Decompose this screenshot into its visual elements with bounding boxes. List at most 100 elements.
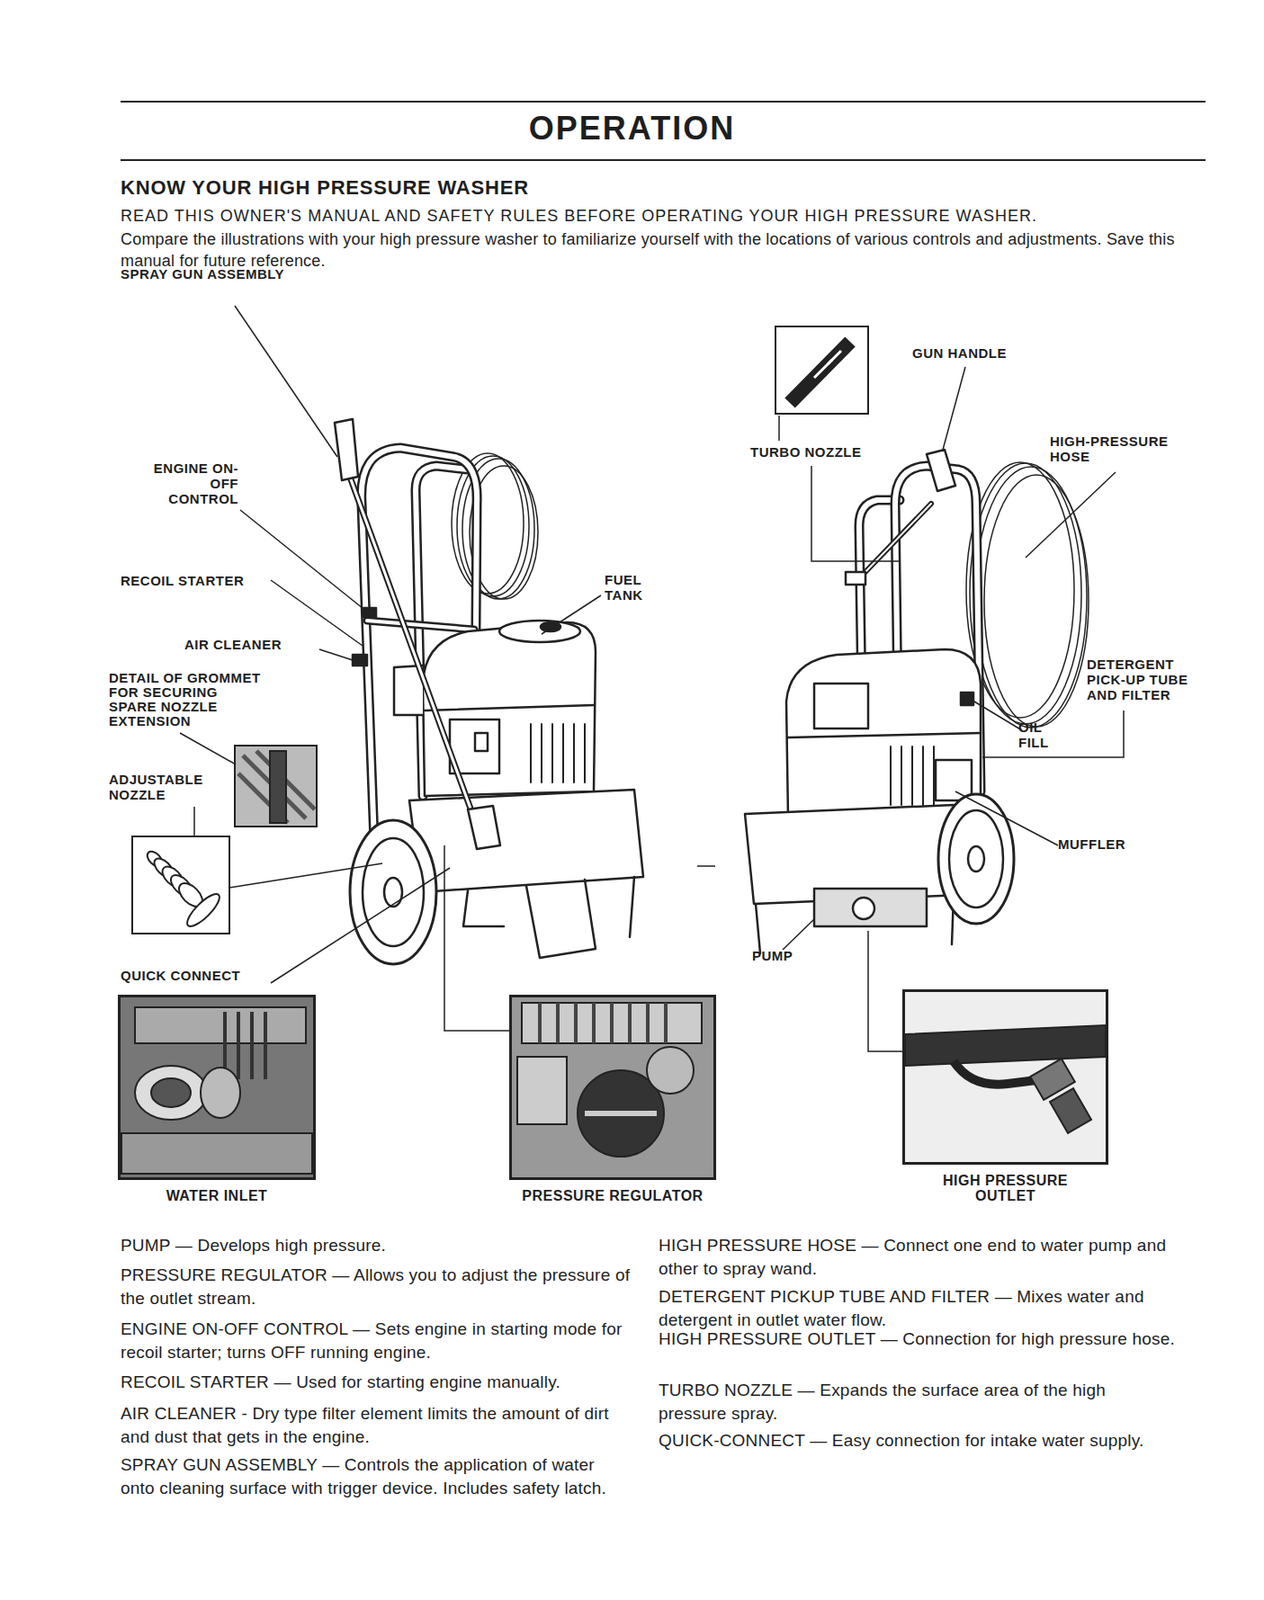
base-frame (814, 888, 927, 927)
part-label: RECOIL STARTER (120, 573, 301, 589)
inset-caption: WATER INLET (108, 1188, 325, 1204)
pressure-regulator-photo (646, 1047, 694, 1094)
turbo-nozzle-inset (789, 341, 851, 404)
water-inlet-photo (151, 1078, 191, 1108)
part-label: DETAIL OF GROMMET FOR SECURING SPARE NOZ… (108, 671, 269, 729)
part-label: GUN HANDLE (912, 345, 1057, 361)
hose-coil (451, 453, 538, 600)
part-description: PUMP — Develops high pressure. (120, 1234, 634, 1258)
rule-line (120, 100, 1206, 103)
inset-caption: HIGH PRESSURE OUTLET (938, 1173, 1074, 1204)
part-label: DETERGENT PICK-UP TUBE AND FILTER (1086, 656, 1213, 703)
water-inlet-photo (118, 995, 315, 1180)
turbo-nozzle-inset (775, 326, 869, 441)
pressure-regulator-photo (517, 1057, 567, 1125)
wheel (362, 838, 424, 947)
part-description: HIGH PRESSURE OUTLET — Connection for hi… (658, 1327, 1176, 1352)
leader-line (193, 806, 196, 837)
part-description: AIR CLEANER - Dry type filter element li… (120, 1402, 634, 1450)
grommet-detail-inset (269, 751, 287, 824)
leader-line (229, 863, 383, 888)
part-description: RECOIL STARTER — Used for starting engin… (120, 1371, 634, 1395)
leader-line (697, 865, 716, 868)
gun-handle (845, 449, 956, 585)
part-label: ADJUSTABLE NOZZLE (108, 771, 217, 803)
wheel (349, 820, 437, 965)
pressure-regulator-photo (584, 1111, 657, 1117)
grommet-detail-inset (238, 751, 315, 824)
leader-line (179, 305, 1124, 1052)
part-description: PRESSURE REGULATOR — Allows you to adjus… (120, 1264, 634, 1311)
high-pressure-outlet-photo (953, 1061, 1044, 1085)
base-frame (852, 897, 875, 920)
leader-line (179, 733, 236, 765)
leader-line (270, 868, 450, 984)
leader-line (942, 367, 966, 450)
part-label: QUICK CONNECT (120, 968, 301, 984)
rule-line (120, 159, 1206, 162)
spray-gun (347, 469, 482, 839)
page-title: OPERATION (0, 109, 1264, 148)
engine (890, 746, 934, 806)
leader-line (982, 710, 1124, 758)
leader-line (868, 931, 904, 1052)
photo-inset: HIGH PRESSURE OUTLET (903, 990, 1108, 1165)
pressure-regulator-photo (521, 1003, 702, 1044)
spray-gun (467, 806, 501, 850)
part-description: HIGH PRESSURE HOSE — Connect one end to … (658, 1234, 1176, 1282)
spray-gun (334, 419, 501, 850)
engine (788, 733, 981, 738)
part-description: DETERGENT PICKUP TUBE AND FILTER — Mixes… (658, 1285, 1176, 1333)
engine (786, 649, 981, 819)
base-frame (463, 890, 504, 927)
turbo-nozzle-inset (775, 326, 869, 414)
wheel (384, 878, 403, 907)
engine (424, 705, 594, 711)
leader-line (319, 649, 353, 661)
water-inlet-photo (118, 995, 315, 1180)
leader-line (811, 466, 900, 562)
leader-line (270, 580, 363, 646)
engine (530, 724, 585, 783)
hose-coil (457, 456, 529, 597)
intro-text: Compare the illustrations with your high… (120, 228, 1219, 272)
water-inlet-photo (134, 1007, 306, 1044)
wheel (349, 820, 437, 965)
part-description: TURBO NOZZLE — Expands the surface area … (658, 1379, 1176, 1426)
base-frame (526, 879, 596, 959)
pressure-washer-front-view (334, 419, 644, 965)
handle-frame (367, 620, 475, 630)
adjustable-nozzle-inset (132, 836, 230, 934)
pressure-regulator-photo (539, 1003, 666, 1044)
part-description: QUICK-CONNECT — Easy connection for inta… (658, 1429, 1176, 1453)
leader-line (240, 510, 368, 613)
section-heading: KNOW YOUR HIGH PRESSURE WASHER (120, 176, 751, 200)
part-label: FUEL TANK (604, 572, 659, 603)
handle-frame (367, 620, 475, 630)
high-pressure-outlet-photo (903, 990, 1108, 1165)
water-inlet-photo (134, 1066, 207, 1121)
engine (935, 760, 972, 801)
spray-gun (347, 469, 482, 839)
leader-line (969, 699, 1022, 731)
part-label: PUMP (752, 948, 825, 964)
part-label: TURBO NOZZLE (750, 444, 895, 460)
engine (352, 608, 596, 797)
water-inlet-photo (200, 1067, 241, 1119)
hose-coil (969, 463, 1082, 725)
gun-handle (861, 503, 932, 576)
part-label: AIR CLEANER (184, 636, 329, 653)
engine (475, 733, 488, 752)
engine (960, 692, 974, 706)
gun-handle (861, 503, 932, 576)
adjustable-nozzle-inset (132, 836, 230, 934)
engine (422, 622, 596, 797)
adjustable-nozzle-inset (182, 889, 224, 931)
engine (499, 620, 581, 643)
grommet-detail-inset (234, 745, 317, 827)
base-frame (744, 805, 963, 954)
leader-line (234, 305, 338, 458)
gun-handle (845, 572, 866, 585)
part-label: ENGINE ON-OFF CONTROL (143, 460, 239, 507)
